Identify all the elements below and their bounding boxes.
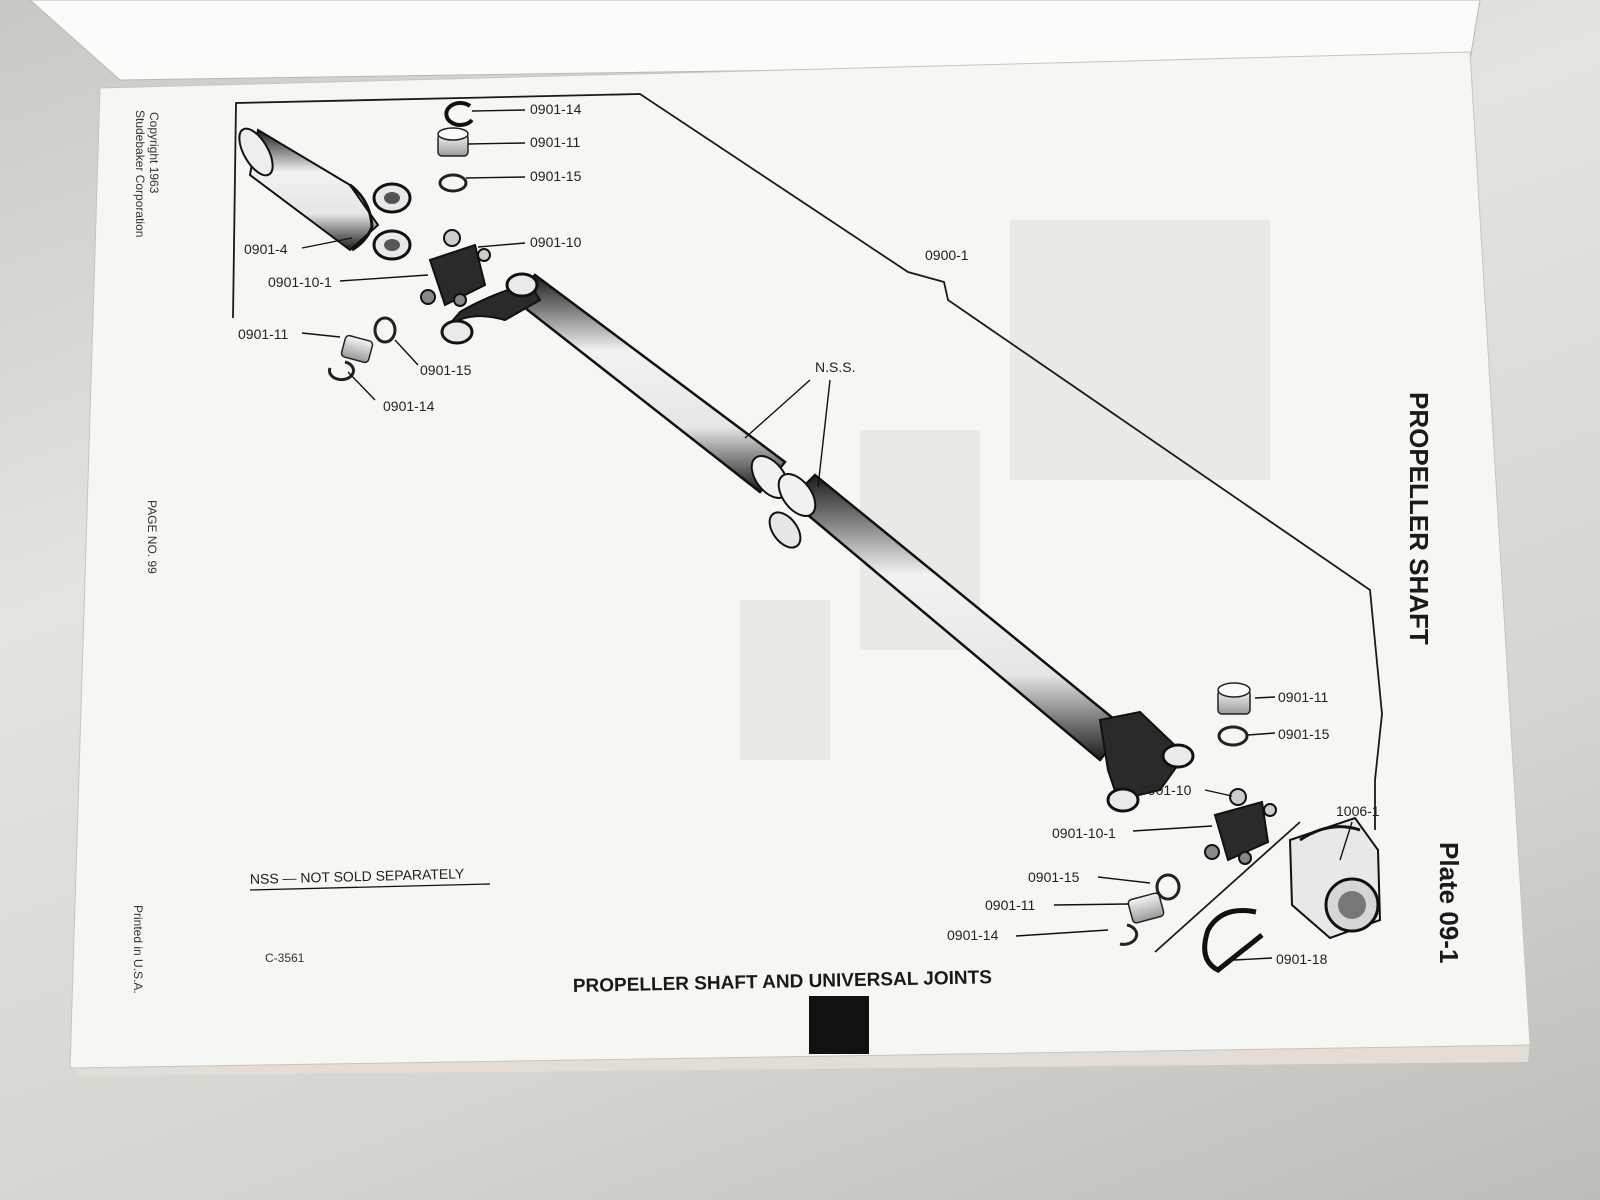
snap-ring-0901-14-top bbox=[444, 100, 474, 127]
u-bolt-0901-18 bbox=[1202, 908, 1264, 973]
manual-page bbox=[69, 51, 1531, 1069]
assembly-bracket bbox=[232, 93, 1383, 953]
label-0901-11-left: 0901-11 bbox=[238, 326, 289, 342]
label-1006-1: 1006-1 bbox=[1336, 803, 1380, 819]
bearing-cup-0901-11-right bbox=[1217, 682, 1251, 715]
companion-flange-1006-1 bbox=[1288, 816, 1382, 940]
label-0901-11-lower: 0901-11 bbox=[985, 897, 1036, 913]
plate-number: Plate 09-1 bbox=[1434, 842, 1464, 963]
copyright-line-2: Studebaker Corporation bbox=[133, 110, 147, 237]
label-0901-15-right: 0901-15 bbox=[1278, 726, 1330, 742]
propeller-tube-rear bbox=[768, 473, 1195, 813]
bearing-cup-0901-11-top bbox=[437, 127, 469, 157]
label-nss: N.S.S. bbox=[815, 359, 855, 375]
label-0901-15-left: 0901-15 bbox=[420, 362, 472, 378]
drawing-number: C-3561 bbox=[265, 951, 305, 965]
seal-0901-15-top bbox=[438, 173, 468, 193]
label-0901-11-top: 0901-11 bbox=[530, 134, 581, 150]
snap-ring-0901-14-left bbox=[328, 360, 355, 382]
page-number: PAGE NO. 99 bbox=[145, 500, 159, 574]
printed-in: Printed in U.S.A. bbox=[131, 905, 145, 994]
leader-lines bbox=[301, 109, 1353, 961]
label-0901-10-left: 0901-10 bbox=[530, 234, 582, 250]
snap-ring-0901-14-lower bbox=[1119, 923, 1139, 946]
copyright-line-1: Copyright 1963 bbox=[147, 112, 161, 194]
nss-note: NSS — NOT SOLD SEPARATELY bbox=[250, 865, 465, 887]
spider-0901-10-1-left bbox=[420, 229, 491, 307]
label-0901-15-lower: 0901-15 bbox=[1028, 869, 1080, 885]
seal-0901-15-right bbox=[1217, 725, 1249, 747]
label-0901-18: 0901-18 bbox=[1276, 951, 1328, 967]
label-0901-4: 0901-4 bbox=[244, 241, 288, 257]
bearing-cup-0901-11-lower bbox=[1127, 892, 1165, 924]
label-0901-15-top: 0901-15 bbox=[530, 168, 582, 184]
page-tab-mark bbox=[809, 996, 869, 1054]
label-0901-11-right: 0901-11 bbox=[1278, 689, 1329, 705]
bearing-cup-0901-11-left bbox=[340, 334, 374, 364]
label-0900-1: 0900-1 bbox=[925, 247, 969, 263]
slip-yoke-0901-4 bbox=[238, 127, 412, 261]
spider-0901-10-1-right bbox=[1204, 788, 1277, 865]
label-0901-14-left: 0901-14 bbox=[383, 398, 435, 414]
label-0901-10-right: 0901-10 bbox=[1140, 782, 1192, 798]
seal-0901-15-lower bbox=[1155, 873, 1181, 901]
seal-0901-15-left bbox=[373, 316, 397, 344]
label-0901-14-lower: 0901-14 bbox=[947, 927, 999, 943]
nss-note-underline bbox=[249, 883, 491, 891]
side-title: PROPELLER SHAFT bbox=[1404, 392, 1434, 645]
label-0901-10-1-right: 0901-10-1 bbox=[1052, 825, 1116, 841]
label-0901-10-1-left: 0901-10-1 bbox=[268, 274, 332, 290]
label-0901-14-top: 0901-14 bbox=[530, 101, 582, 117]
